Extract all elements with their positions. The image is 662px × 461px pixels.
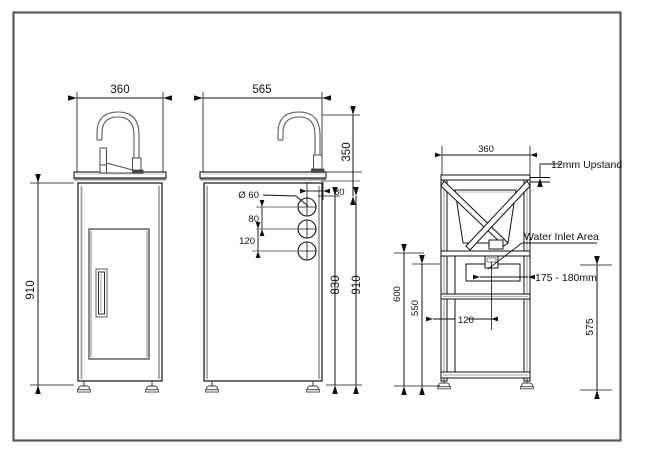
front-tap-base xyxy=(311,154,325,173)
front-width-dimension: 565 xyxy=(194,84,331,101)
frame-bottom-rail xyxy=(440,371,531,379)
worktop-height-dimension: 830 xyxy=(318,187,342,394)
hole-top-offset-label: 80 xyxy=(334,187,345,198)
upstand-label: 12mm Upstand xyxy=(551,159,622,171)
worktop-height-label: 830 xyxy=(330,275,342,294)
upstand-annotation: 12mm Upstand xyxy=(537,159,622,187)
inlet-label: Water Inlet Area xyxy=(524,231,599,243)
frame-leg-offset-label: 120 xyxy=(458,315,474,326)
frame-width-label: 360 xyxy=(478,144,494,155)
view-side-elevation: 360 910 xyxy=(25,84,172,394)
side-tap-lever xyxy=(99,147,133,174)
side-height-label: 910 xyxy=(25,280,37,299)
side-width-extension-lines xyxy=(76,92,164,172)
frame-total-height-dimension: 575 xyxy=(580,256,612,399)
side-height-dimension: 910 xyxy=(25,174,74,394)
hole-top-offset-dimension: 80 xyxy=(300,182,345,200)
front-tap-holes-centerlines xyxy=(298,198,316,260)
front-overall-height-dimension: 910 xyxy=(326,171,363,394)
frame-width-dimension: 360 xyxy=(435,144,537,158)
front-width-label: 565 xyxy=(252,84,271,96)
front-tap-assembly xyxy=(277,111,321,170)
frame-inner-height-dimension: 550 xyxy=(410,255,440,395)
tap-height-label: 350 xyxy=(341,142,353,161)
side-width-label: 360 xyxy=(110,84,129,96)
hole-diameter-label: Ø 60 xyxy=(238,190,259,201)
frame-x-bracing xyxy=(440,180,531,251)
frame-upper-height-label: 600 xyxy=(392,286,403,302)
frame-upper-height-dimension: 600 xyxy=(392,244,440,395)
frame-adjustable-feet xyxy=(437,378,534,390)
frame-leg-offset-dimension: 120 xyxy=(426,310,498,330)
hole-spacing-2-label: 120 xyxy=(239,236,255,247)
side-tap-assembly xyxy=(96,111,140,172)
frame-inner-height-label: 550 xyxy=(410,300,421,316)
front-worktop xyxy=(199,171,327,181)
frame-width-extension-lines xyxy=(441,146,531,175)
view-front-elevation: 565 xyxy=(194,84,363,394)
hole-spacing-1-label: 80 xyxy=(248,214,259,225)
frame-total-height-label: 575 xyxy=(584,318,596,336)
front-adjustable-feet xyxy=(205,381,320,393)
front-overall-height-label: 910 xyxy=(351,275,363,294)
side-door-handle xyxy=(95,268,108,318)
hole-spacing-1-dimension: 80 xyxy=(248,200,298,236)
hole-spacing-2-dimension: 120 xyxy=(239,222,298,258)
frame-lower-shelf xyxy=(440,293,531,300)
tap-height-dimension: 350 xyxy=(322,106,360,205)
view-frame-elevation: 360 xyxy=(392,144,622,399)
side-width-dimension: 360 xyxy=(68,84,172,101)
frame-mid-rail xyxy=(440,250,531,257)
hole-diameter-leader: Ø 60 xyxy=(238,190,309,207)
inlet-width-label: 175 - 180mm xyxy=(535,272,597,284)
side-adjustable-feet xyxy=(77,381,159,393)
inlet-width-dimension: 175 - 180mm xyxy=(473,272,597,284)
inlet-annotation: Water Inlet Area xyxy=(487,231,599,270)
